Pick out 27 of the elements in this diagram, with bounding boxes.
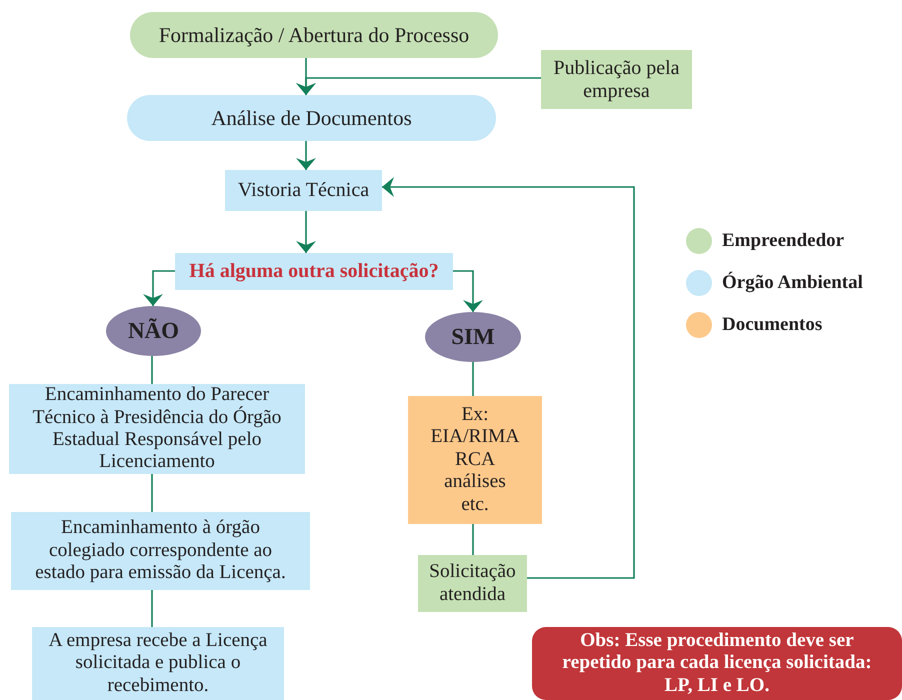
connector-line xyxy=(472,524,474,555)
arrow xyxy=(296,141,316,170)
process-pill: Análise de Documentos xyxy=(127,95,496,141)
arrow xyxy=(143,270,175,306)
connector-line xyxy=(151,356,153,384)
arrow xyxy=(296,77,541,95)
arrow xyxy=(453,270,483,312)
connector-line xyxy=(472,362,474,396)
process-box: A empresa recebe a Licença solicitada e publica o recebimento. xyxy=(32,627,284,700)
connector-line xyxy=(151,474,153,512)
process-box: Encaminhamento à órgão colegiado correspondente ao estado para emissão da Licença. xyxy=(11,512,310,590)
document-box: Ex: EIA/RIMA RCA análises etc. xyxy=(408,396,542,524)
process-box: Solicitação atendida xyxy=(418,555,527,612)
legend-label: Órgão Ambiental xyxy=(722,272,863,294)
process-box: Publicação pela empresa xyxy=(541,50,692,109)
answer-ellipse: SIM xyxy=(425,312,521,362)
terminal-pill: Formalização / Abertura do Processo xyxy=(130,12,498,58)
arrow xyxy=(296,211,316,253)
process-box: Encaminhamento do Parecer Técnico à Presidência do Órgão Estadual Responsável pelo Licenciamento xyxy=(9,384,305,474)
answer-ellipse: NÃO xyxy=(106,306,201,356)
process-box: Vistoria Técnica xyxy=(225,170,382,211)
arrow xyxy=(382,177,635,579)
legend-label: Documentos xyxy=(722,314,822,336)
decision-box: Há alguma outra solicitação? xyxy=(175,253,453,290)
note-box: Obs: Esse procedimento deve ser repetido para cada licença solicitada: LP, LI e LO. xyxy=(532,627,902,700)
connector-line xyxy=(151,590,153,627)
legend-label: Empreendedor xyxy=(722,230,844,252)
